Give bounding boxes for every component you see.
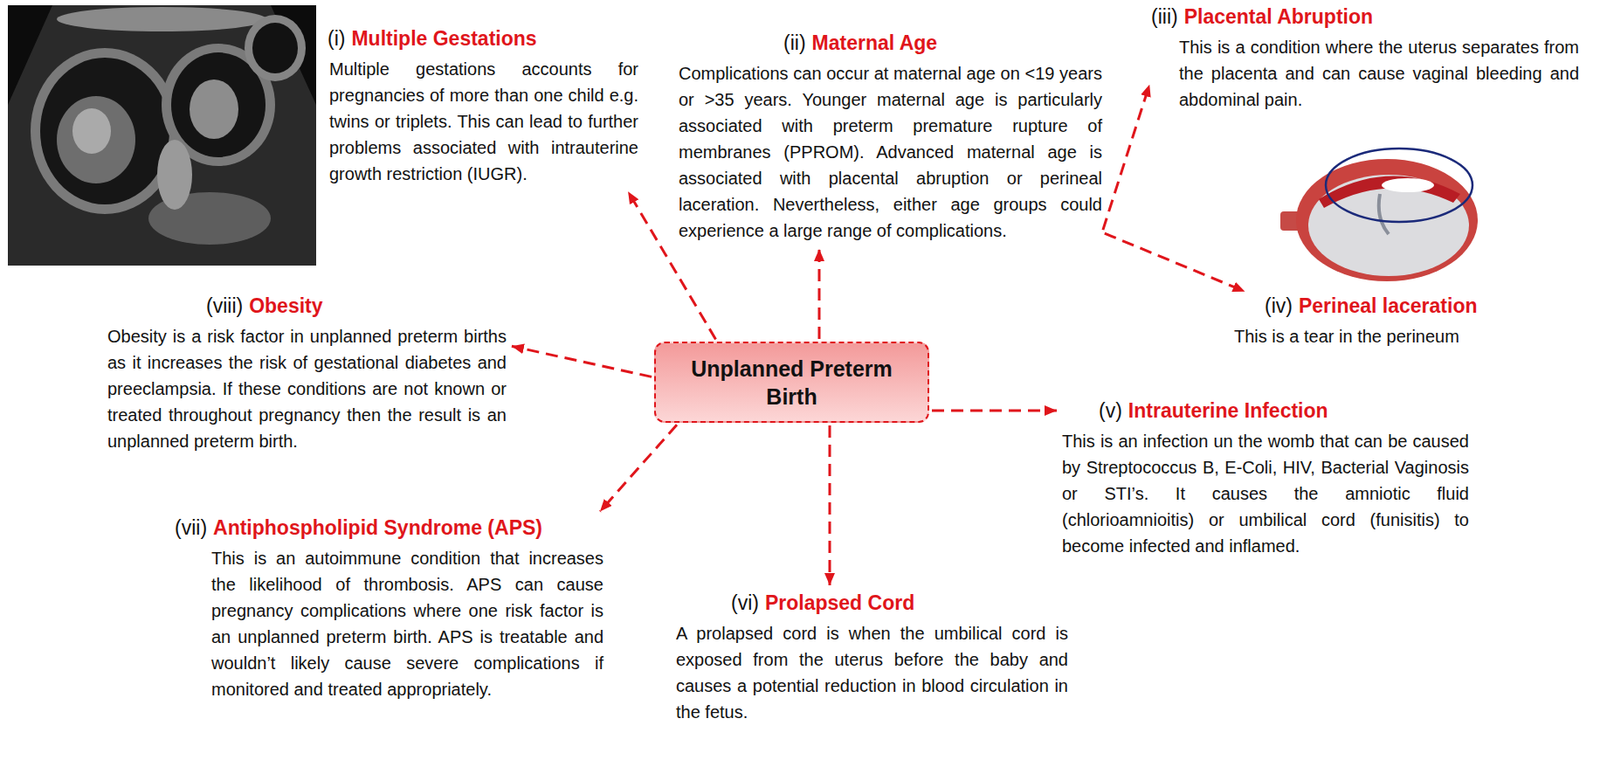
dashed-arrow [1103,84,1150,230]
factor-title: Multiple Gestations [351,27,537,50]
factor-description: Multiple gestations accounts for pregnan… [327,55,639,187]
factor-title: Antiphospholipid Syndrome (APS) [213,516,543,539]
factor-heading: (iii)Placental Abruption [1151,4,1580,29]
dashed-arrow [828,425,832,586]
dashed-arrow [818,248,821,339]
risk-factor: (iv)Perineal lacerationThis is a tear in… [1234,293,1536,350]
dashed-arrow [600,424,677,511]
callout-number: (ii) [783,31,807,55]
factor-heading: (v)Intrauterine Infection [1062,398,1469,423]
factor-heading: (iv)Perineal laceration [1234,293,1536,318]
risk-factor: (i) Multiple GestationsMultiple gestation… [327,26,639,187]
risk-factor: (vii) Antiphospholipid Syndrome (APS) This… [174,515,604,703]
factor-title: Obesity [248,294,323,318]
callout-number: (iv) [1264,294,1293,318]
callout-number: (vii) [174,516,207,539]
dashed-arrow [931,409,1057,413]
risk-factor: (v)Intrauterine InfectionThis is an infe… [1062,398,1469,559]
factor-description: This is a condition where the uterus sep… [1151,34,1580,113]
central-topic-box: Unplanned Preterm Birth [654,341,930,423]
ultrasound-image [7,5,317,266]
risk-factor: (viii)ObesityObesity is a risk factor in… [107,293,507,455]
risk-factor: (vi) Prolapsed Cord A prolapsed cord is wh… [675,590,1069,725]
factor-title: Perineal laceration [1298,294,1478,318]
factor-description: Obesity is a risk factor in unplanned pr… [107,323,507,455]
risk-factor: (ii)Maternal AgeComplications can occur … [678,30,1103,244]
factor-description: This is an infection un the womb that ca… [1062,427,1469,559]
factor-heading: (i) Multiple Gestations [327,26,639,51]
factor-title: Placental Abruption [1184,5,1373,28]
factor-heading: (vi) Prolapsed Cord [675,590,1069,615]
factor-description: A prolapsed cord is when the umbilical c… [675,620,1069,725]
factor-heading: (vii) Antiphospholipid Syndrome (APS) [174,515,604,540]
factor-title: Prolapsed Cord [765,591,915,614]
dashed-arrow [1104,233,1246,292]
factor-title: Intrauterine Infection [1128,399,1329,422]
factor-heading: (viii)Obesity [107,293,507,318]
callout-number: (vi) [731,591,759,614]
callout-number: (v) [1098,399,1123,422]
placenta-illustration [1280,148,1478,282]
callout-number: (viii) [206,294,243,318]
dashed-arrow [511,345,652,377]
factor-description: Complications can occur at maternal age … [678,60,1103,244]
factor-description: This is an autoimmune condition that inc… [174,544,604,703]
risk-factor: (iii)Placental AbruptionThis is a condit… [1151,4,1580,113]
factor-title: Maternal Age [812,31,938,55]
callout-number: (iii) [1151,5,1179,28]
factor-heading: (ii)Maternal Age [678,30,1103,56]
factor-description: This is a tear in the perineum [1234,323,1536,350]
central-topic: Unplanned Preterm Birth [668,354,916,411]
callout-number: (i) [327,27,345,50]
